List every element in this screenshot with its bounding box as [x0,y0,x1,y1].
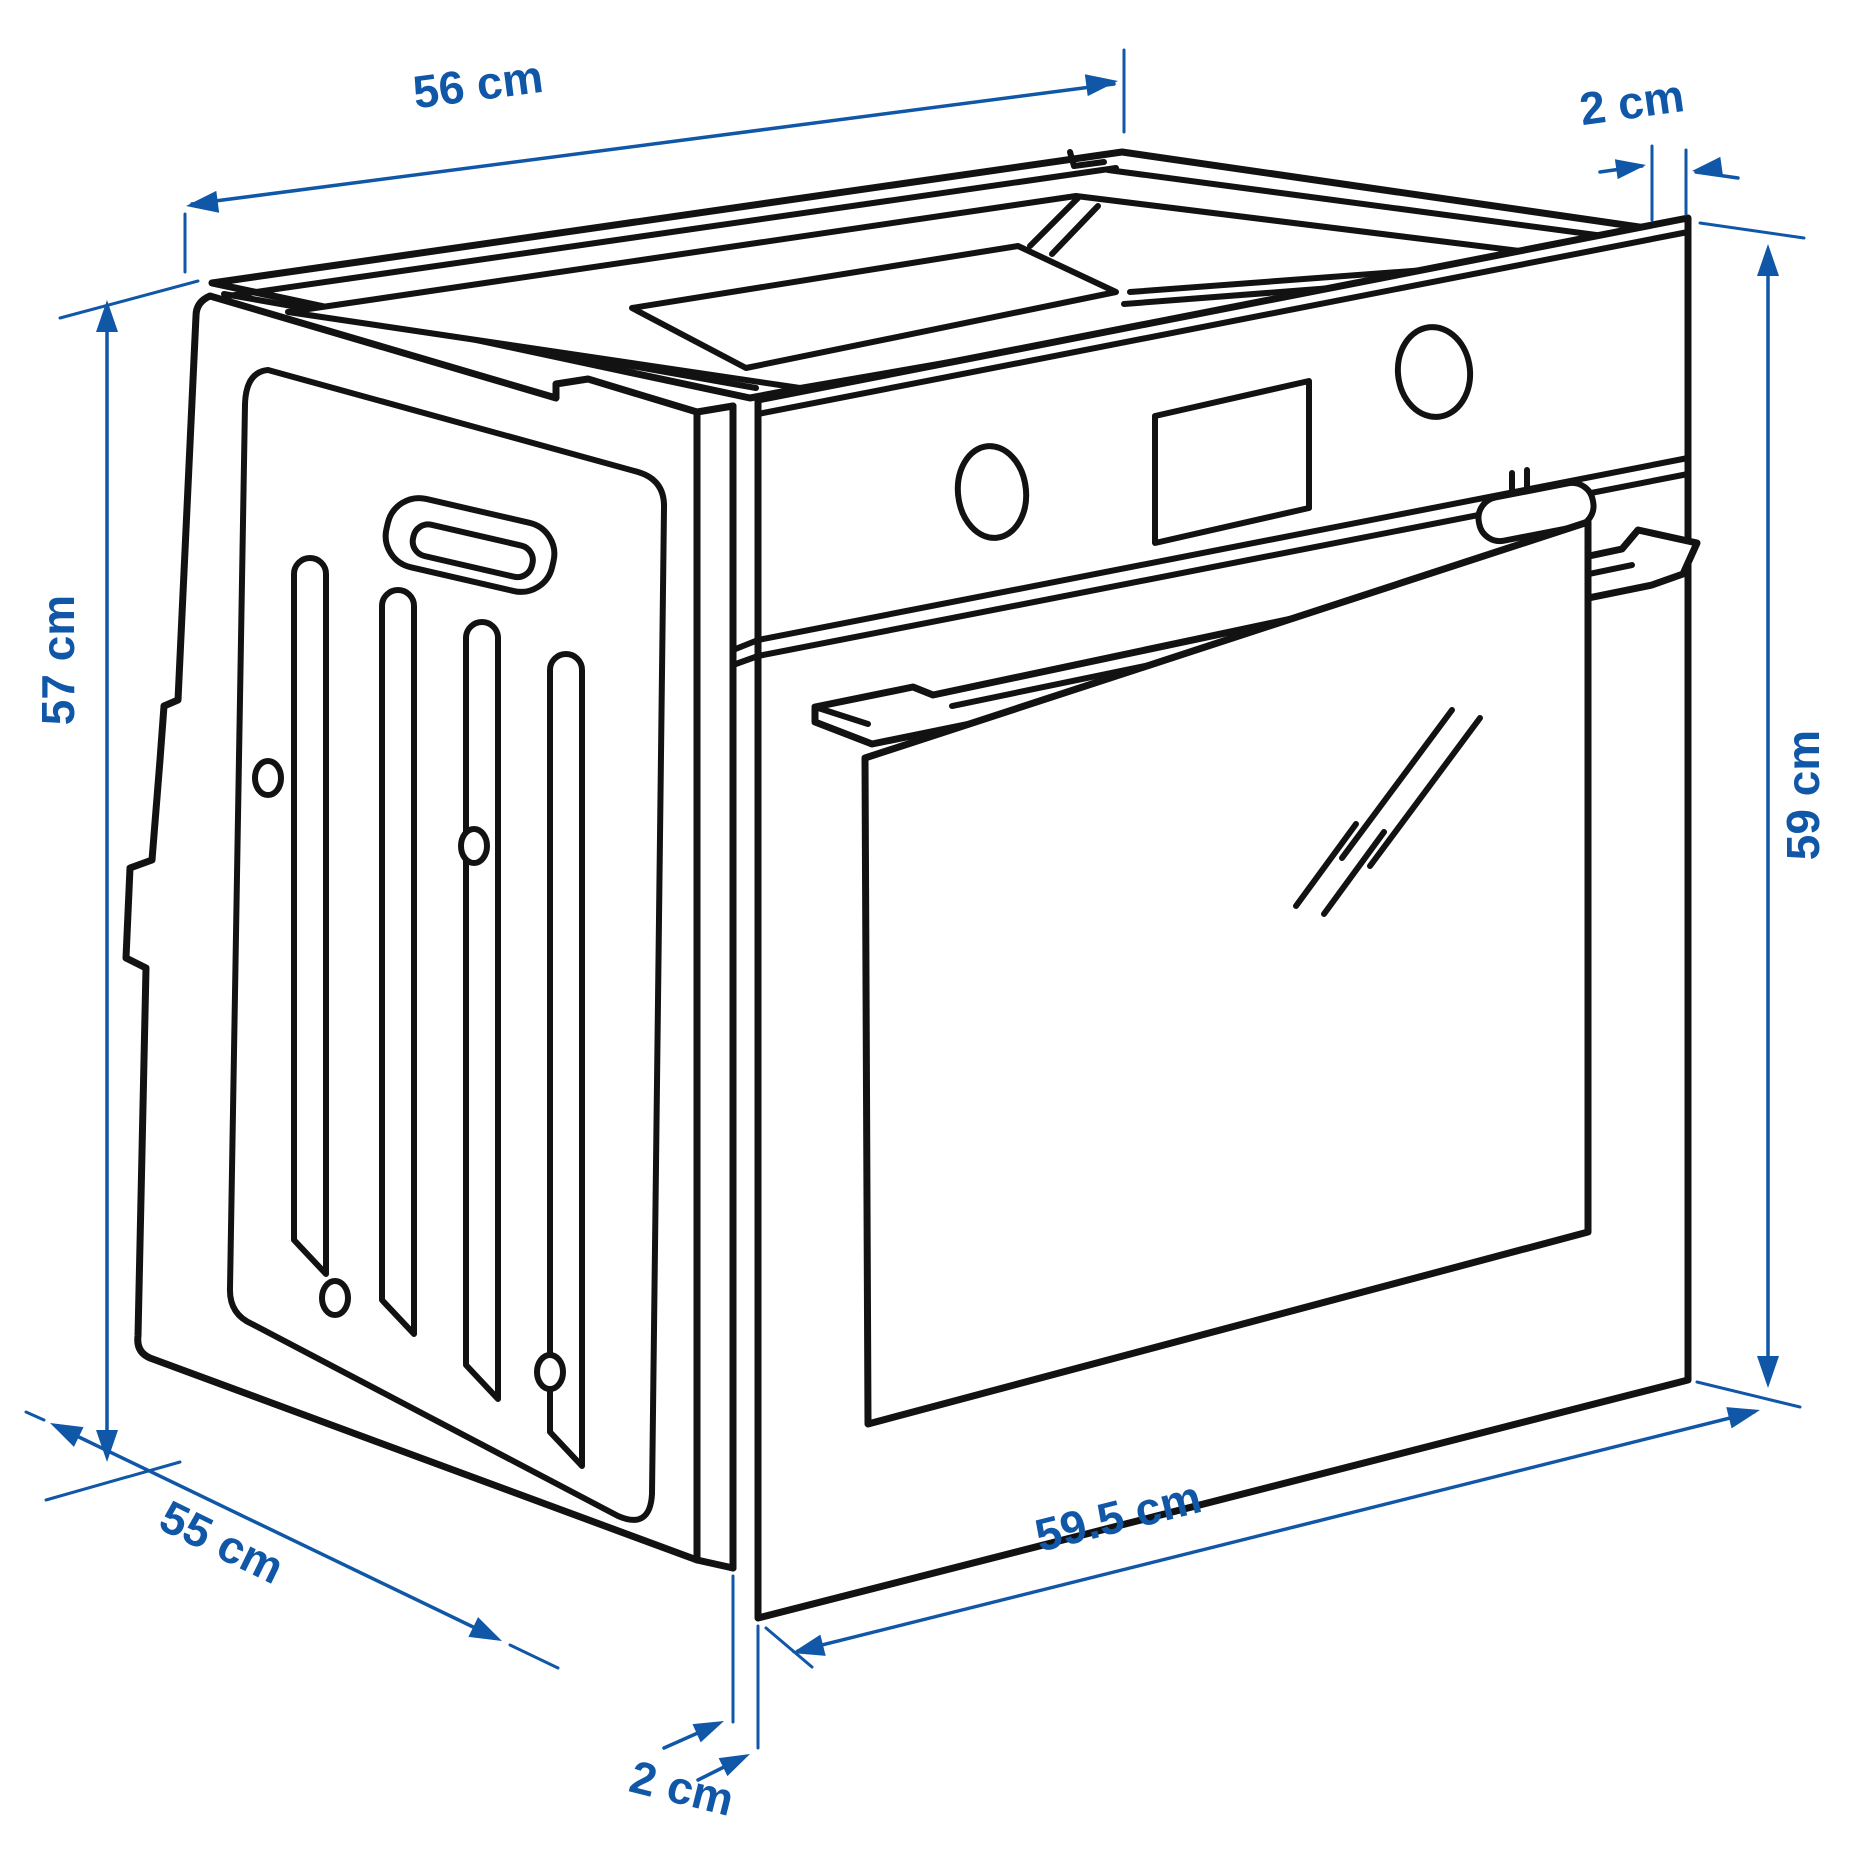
control-knob-left [954,443,1030,541]
oven-body-edge [693,402,737,1572]
control-knob-right [1394,324,1474,420]
side-panel-inset [226,367,668,1523]
side-panel-grip-cutout [382,495,558,595]
oven-side-panel [122,292,701,1564]
side-panel-channels [291,555,585,1469]
dim-top-width-label: 56 cm [410,50,546,119]
dim-right-height-label: 59 cm [1777,730,1829,860]
side-panel-screw-holes [252,758,566,1392]
window-reflection [1293,707,1483,917]
dim-top-gap: 2 cm [1576,69,1740,222]
oven-door-window [861,518,1592,1428]
dim-left-height: 57 cm [32,279,200,1502]
dim-bottom-gap: 2 cm [625,1574,760,1826]
dim-left-height-label: 57 cm [32,595,84,725]
dim-top-gap-label: 2 cm [1576,69,1687,135]
control-display [1152,378,1312,546]
oven-front-fascia [730,214,1701,1622]
dim-right-height: 59 cm [1695,221,1829,1409]
